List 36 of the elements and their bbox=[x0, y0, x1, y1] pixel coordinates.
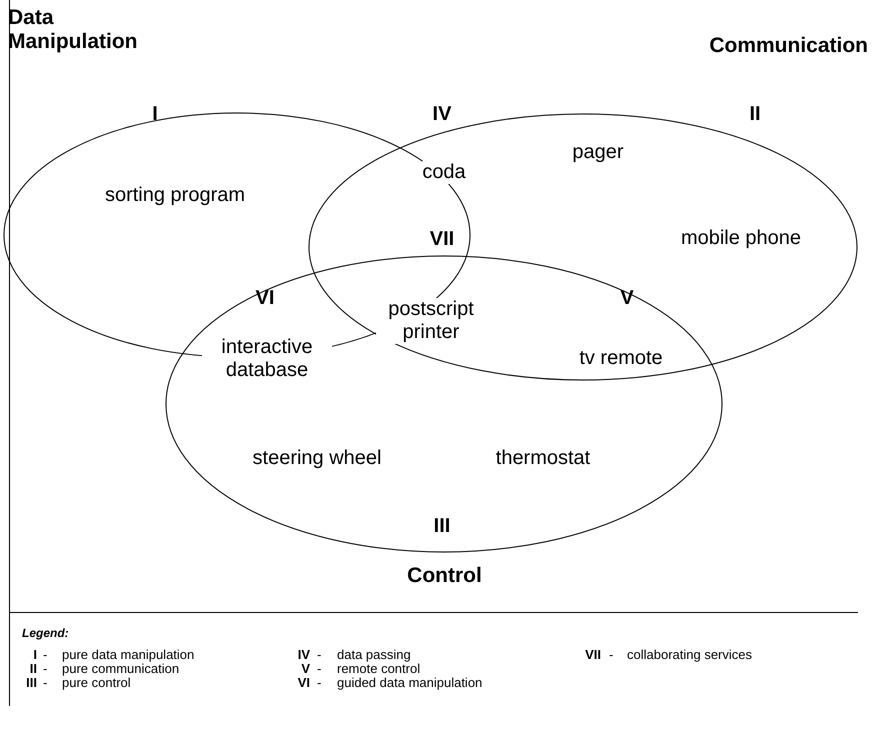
legend-text: collaborating services bbox=[627, 648, 752, 662]
legend-numeral: VII bbox=[585, 648, 601, 662]
example-text: sorting program bbox=[104, 184, 246, 207]
example-text: coda bbox=[422, 161, 466, 184]
region-numeral: IV bbox=[432, 103, 452, 126]
legend-text: guided data manipulation bbox=[337, 676, 482, 690]
region-numeral: V bbox=[620, 287, 634, 310]
legend-text: pure control bbox=[62, 676, 131, 690]
legend-numeral: III bbox=[26, 676, 37, 690]
legend-text: pure communication bbox=[62, 662, 180, 676]
set-title: Control bbox=[407, 564, 482, 588]
legend-text: remote control bbox=[337, 662, 420, 676]
legend-numeral: I bbox=[33, 648, 37, 662]
legend-text: pure data manipulation bbox=[62, 648, 194, 662]
legend-dash: - bbox=[317, 676, 322, 690]
legend-numeral: IV bbox=[298, 648, 310, 662]
set-title: Data Manipulation bbox=[8, 6, 138, 54]
region-numeral: VII bbox=[430, 228, 454, 251]
legend-dash: - bbox=[317, 662, 322, 676]
legend-heading: Legend: bbox=[22, 626, 69, 640]
legend-numeral: II bbox=[30, 662, 37, 676]
region-numeral: II bbox=[749, 103, 761, 126]
legend-dash: - bbox=[317, 648, 322, 662]
legend-text: data passing bbox=[337, 648, 411, 662]
legend-numeral: VI bbox=[298, 676, 310, 690]
region-numeral: VI bbox=[256, 287, 274, 310]
legend-numeral: V bbox=[301, 662, 310, 676]
legend-dash: - bbox=[43, 662, 48, 676]
legend-dash: - bbox=[609, 648, 614, 662]
region-numeral: III bbox=[434, 515, 450, 538]
region-numeral: I bbox=[152, 103, 158, 126]
legend-dash: - bbox=[43, 676, 48, 690]
example-text: steering wheel bbox=[252, 447, 382, 470]
legend-dash: - bbox=[43, 648, 48, 662]
set-title: Communication bbox=[709, 34, 868, 58]
example-text: mobile phone bbox=[680, 227, 802, 250]
